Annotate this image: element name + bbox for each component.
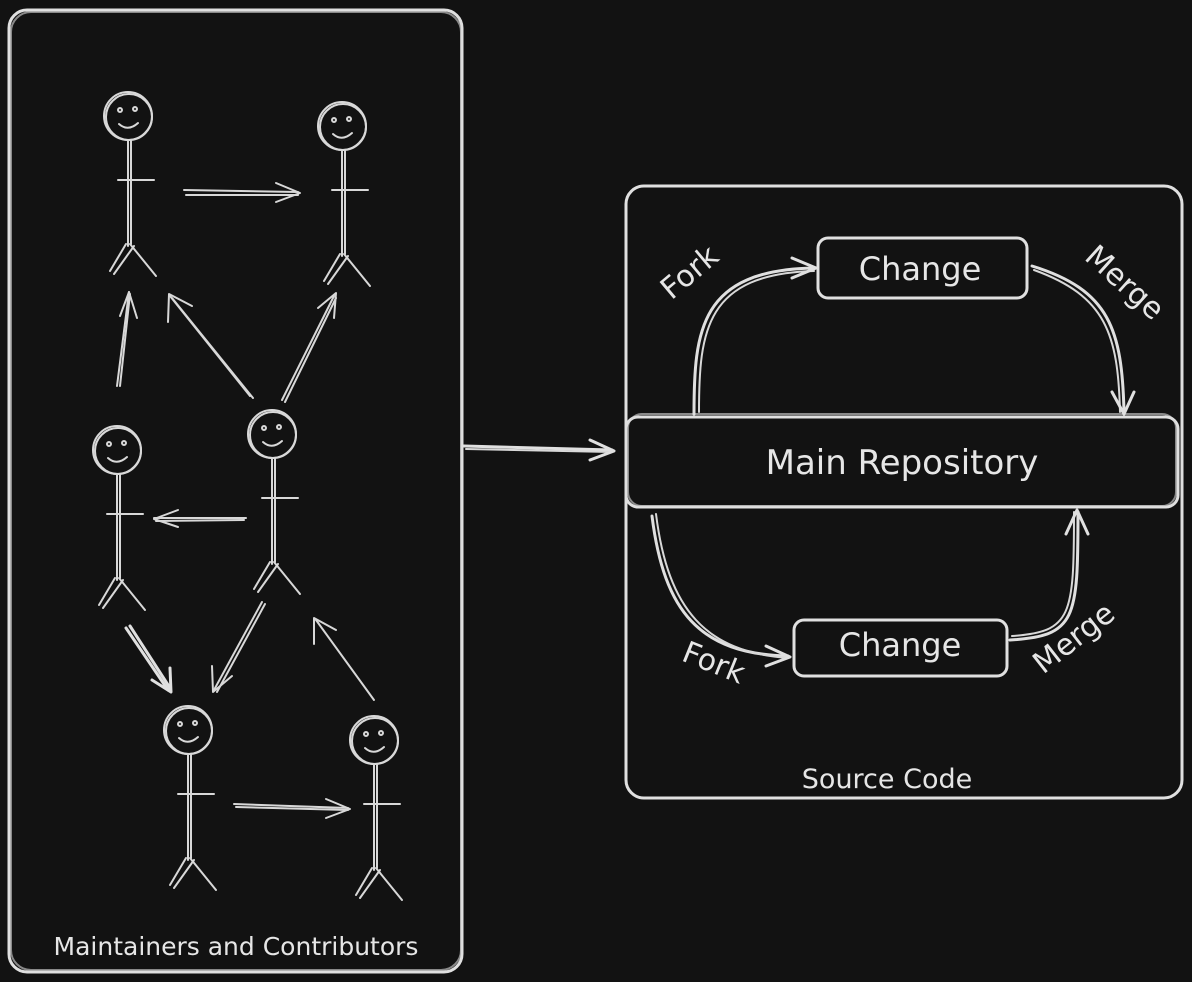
person-icon [163, 705, 217, 891]
source-code-panel: Source Code [624, 184, 1184, 800]
change-bottom-label: Change [839, 626, 962, 664]
arrow-icon [167, 293, 254, 399]
fork-top-arrow-icon [692, 256, 818, 416]
change-top-label: Change [859, 250, 982, 288]
fork-bottom-arrow-icon [650, 513, 792, 668]
main-repository-label: Main Repository [766, 443, 1039, 483]
merge-bottom-arrow-icon [1008, 508, 1090, 642]
person-icon [103, 91, 157, 277]
arrow-icon [153, 509, 247, 528]
merge-top-arrow-icon [1030, 264, 1136, 416]
contributor-arrows [116, 182, 375, 819]
fork-top-label: Fork [654, 238, 726, 307]
change-node-top: Change [816, 236, 1029, 300]
arrow-icon [116, 291, 138, 387]
person-icon [247, 409, 301, 595]
arrow-icon [313, 617, 375, 701]
change-node-bottom: Change [792, 618, 1009, 678]
arrow-icon [183, 182, 301, 203]
arrow-icon [281, 292, 337, 403]
merge-bottom-label: Merge [1026, 596, 1121, 681]
arrow-icon [124, 624, 173, 694]
merge-top-label: Merge [1078, 239, 1171, 328]
fork-bottom-label: Fork [677, 635, 750, 692]
source-code-panel-label: Source Code [802, 764, 972, 795]
arrow-icon [211, 601, 266, 693]
person-icon [92, 425, 146, 611]
maintainers-panel-label: Maintainers and Contributors [54, 932, 419, 961]
arrow-icon [233, 798, 351, 819]
maintainers-panel: Maintainers and Contributors [7, 8, 464, 974]
main-repository-node: Main Repository [624, 413, 1180, 509]
panel-connector-arrow-icon [462, 438, 616, 462]
person-icon [349, 715, 403, 901]
person-icon [317, 101, 371, 287]
